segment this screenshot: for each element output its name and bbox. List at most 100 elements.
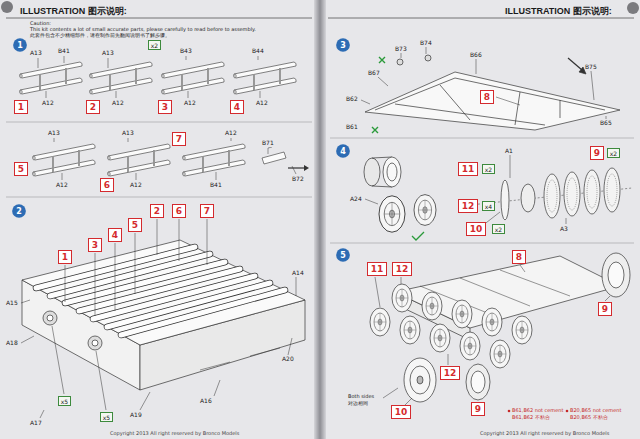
part-number: A15 — [6, 300, 18, 307]
callout-number: 4 — [230, 100, 244, 114]
node-text: x2 — [485, 166, 492, 173]
step-circle-fill — [12, 204, 26, 218]
callout-number: 9 — [471, 402, 485, 416]
callout-number: 2 — [86, 100, 100, 114]
part-number: B66 — [470, 52, 482, 59]
node-text: 12 — [462, 201, 475, 211]
quantity-box: x5 — [58, 396, 71, 406]
node-text: 2 — [90, 102, 96, 112]
page-header: ILLUSTRATION 图示说明: — [20, 5, 127, 18]
node-text: 5 — [18, 164, 24, 174]
node-text: 2 — [16, 207, 22, 216]
callout-number: 12 — [458, 199, 478, 213]
note-text: 此套件包含不少精细部件，请在制作前先翻阅说明书了解步骤。 — [30, 33, 170, 39]
part-number: B61 — [346, 124, 358, 131]
quantity-box: x2 — [607, 148, 620, 158]
part-number: A24 — [350, 196, 362, 203]
part-number: A14 — [292, 270, 304, 277]
chassis-step-2 — [21, 219, 305, 418]
quantity-box: x2 — [148, 40, 161, 50]
node-text: 4 — [112, 230, 118, 240]
callout-number: 2 — [150, 204, 164, 218]
copyright-footer: Copyright 2013 All right reserved by Bro… — [480, 431, 609, 437]
page-header: ILLUSTRATION 图示说明: — [505, 5, 612, 18]
note-text: Caution: — [30, 21, 51, 27]
part-number: B65 — [600, 120, 612, 127]
wheel-parts — [364, 155, 632, 240]
node-text: 9 — [594, 148, 600, 158]
node-text: 7 — [204, 206, 210, 216]
step-circle-fill — [13, 38, 27, 52]
part-number: A17 — [30, 420, 42, 427]
part-number: A16 — [200, 398, 212, 405]
note-text: This kit contents a lot of small accurat… — [30, 27, 256, 33]
note-text: Both sides — [348, 394, 374, 400]
part-number: A13 — [30, 50, 42, 57]
step-number: 5 — [336, 248, 350, 262]
node-text: 1 — [62, 252, 68, 262]
part-number: A19 — [130, 412, 142, 419]
step-circle-fill — [336, 144, 350, 158]
cement-note: B61,B62 不粘合 — [512, 415, 550, 421]
callout-number: 7 — [172, 132, 186, 146]
cement-note: B20,B65 不粘合 — [570, 415, 608, 421]
step-circle-fill — [336, 248, 350, 262]
callout-number: 8 — [480, 90, 494, 104]
node-text: 10 — [470, 224, 483, 234]
callout-number: 3 — [158, 100, 172, 114]
part-number: B75 — [585, 64, 597, 71]
part-number: A12 — [42, 100, 54, 107]
callout-number: 12 — [392, 262, 412, 276]
node-text: 6 — [104, 180, 110, 190]
node-text: 10 — [395, 407, 408, 417]
node-text: 9 — [475, 404, 481, 414]
callout-number: 12 — [440, 366, 460, 380]
suspension-frame — [361, 47, 620, 133]
callout-number: 11 — [367, 262, 387, 276]
node-text: x2 — [610, 150, 617, 157]
part-number: A12 — [256, 100, 268, 107]
note-text: 对边相同 — [348, 401, 368, 407]
node-text: 9 — [602, 304, 608, 314]
node-text: 4 — [340, 147, 346, 156]
callout-number: 9 — [598, 302, 612, 316]
callout-number: 5 — [14, 162, 28, 176]
chassis-step-5 — [370, 253, 630, 412]
step-number: 3 — [336, 38, 350, 52]
callout-number: 3 — [88, 238, 102, 252]
part-number: A12 — [56, 182, 68, 189]
node-text: 8 — [484, 92, 490, 102]
quantity-box: x4 — [482, 201, 495, 211]
node-text: 4 — [234, 102, 240, 112]
part-number: A18 — [6, 340, 18, 347]
callout-number: 1 — [58, 250, 72, 264]
node-text: x5 — [61, 398, 68, 405]
part-number: A13 — [48, 130, 60, 137]
part-number: B74 — [420, 40, 432, 47]
quantity-box: x5 — [100, 412, 113, 422]
part-number: B67 — [368, 70, 380, 77]
callout-number: 1 — [14, 100, 28, 114]
cement-note: B61,B62 not cement — [512, 408, 563, 414]
node-text: x5 — [103, 414, 110, 421]
node-text: 5 — [132, 220, 138, 230]
part-number: B62 — [346, 96, 358, 103]
part-number: B41 — [210, 182, 222, 189]
node-text: 7 — [176, 134, 182, 144]
callout-number: 4 — [108, 228, 122, 242]
callout-number: 10 — [391, 405, 411, 419]
part-number: B41 — [58, 48, 70, 55]
node-text: 11 — [462, 164, 475, 174]
node-text: 1 — [18, 102, 24, 112]
part-number: A12 — [184, 100, 196, 107]
part-number: B44 — [252, 48, 264, 55]
part-number: A13 — [122, 130, 134, 137]
node-text: 6 — [176, 206, 182, 216]
callout-number: 9 — [590, 146, 604, 160]
node-text: x2 — [151, 42, 158, 49]
callout-number: 6 — [172, 204, 186, 218]
quantity-box: x2 — [492, 224, 505, 234]
